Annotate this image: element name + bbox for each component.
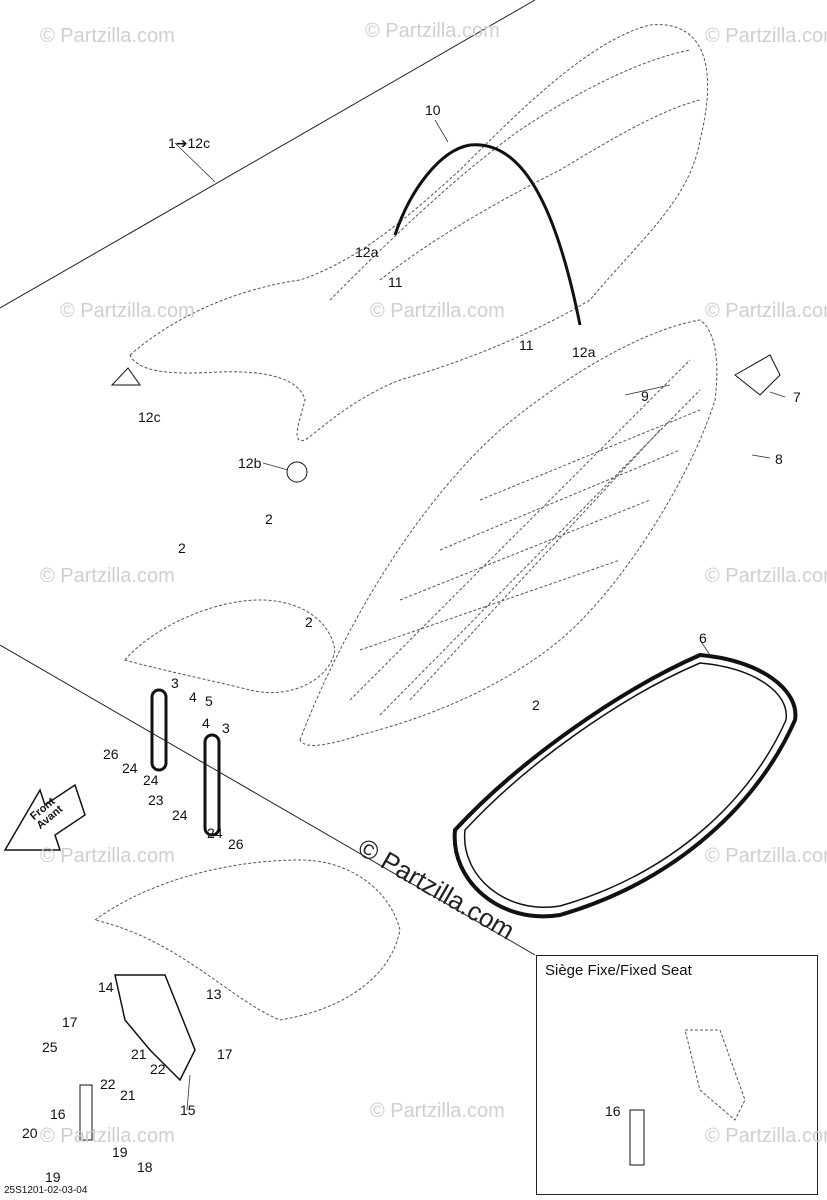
watermark: © Partzilla.com [705,25,827,47]
inset-title: Siège Fixe/Fixed Seat [545,962,692,979]
watermark: © Partzilla.com [705,300,827,322]
callout-6: 6 [699,630,707,646]
seat-cap-part [286,461,308,483]
callout-2: 2 [265,511,273,527]
callout-4: 4 [202,715,210,731]
fixed-seat-inset: Siège Fixe/Fixed Seat [536,955,818,1195]
callout-12b: 12b [238,455,262,471]
callout-17: 17 [62,1014,78,1030]
bumper-part [110,367,141,386]
callout-26: 26 [103,746,119,762]
strap-part [393,143,582,326]
watermark: © Partzilla.com [40,25,175,47]
callout-21: 21 [120,1087,136,1103]
callout-4: 4 [189,689,197,705]
callout-26: 26 [228,836,244,852]
callout-19: 19 [45,1169,61,1185]
callout-19: 19 [112,1144,128,1160]
callout-25: 25 [42,1039,58,1055]
front-arrow-shape [3,783,86,851]
callout-2: 2 [178,540,186,556]
callout-17: 17 [217,1046,233,1062]
callout-22: 22 [100,1076,116,1092]
document-code: 25S1201-02-03-04 [4,1185,88,1196]
lower-frame [93,859,401,1021]
inset-shock-absorber [629,1109,645,1166]
bracket-assembly [124,599,336,694]
callout-16: 16 [605,1103,621,1119]
callout-22: 22 [150,1061,166,1077]
callout-9: 9 [641,388,649,404]
callout-12a: 12a [572,344,596,360]
pivot-bracket [114,974,196,1082]
callout-24: 24 [122,760,138,776]
callout-13: 13 [206,986,222,1002]
callout-3: 3 [171,675,179,691]
callout-3: 3 [222,720,230,736]
watermark: © Partzilla.com [40,565,175,587]
callout-11: 11 [519,337,534,353]
seat-inner-line-2 [379,99,701,281]
seat-frame [299,319,718,746]
link-bar-left [150,688,168,772]
watermark: © Partzilla.com [705,845,827,867]
callout-20: 20 [22,1125,38,1141]
watermark: © Partzilla.com [370,300,505,322]
callout-24: 24 [143,772,159,788]
callout-24: 24 [172,807,188,823]
callout-1-12c: 1➔12c [168,135,211,151]
watermark: © Partzilla.com [40,1125,175,1147]
callout-10: 10 [425,102,441,118]
callout-2: 2 [532,697,540,713]
latch-part [734,354,781,396]
callout-15: 15 [180,1102,196,1118]
callout-7: 7 [793,389,801,405]
watermark: © Partzilla.com [705,1125,827,1147]
inset-bracket [684,1029,746,1121]
callout-23: 23 [148,792,164,808]
watermark: © Partzilla.com [365,20,500,42]
seat-frame-grid [349,359,701,716]
gasket-seal [452,652,798,919]
callout-11: 11 [388,274,403,290]
link-bar-right [203,733,221,837]
callout-2: 2 [305,614,313,630]
watermark: © Partzilla.com [370,1100,505,1122]
separator-line-upper [0,0,536,309]
watermark: © Partzilla.com [40,845,175,867]
callout-8: 8 [775,451,783,467]
separator-line-lower [0,644,536,956]
seat-outline [129,24,709,442]
callout-5: 5 [205,693,213,709]
watermark: © Partzilla.com [705,565,827,587]
gasket-seal-inner [463,662,787,908]
callout-12a: 12a [355,244,379,260]
callout-21: 21 [131,1046,147,1062]
callout-12c: 12c [138,409,161,425]
watermark: © Partzilla.com [60,300,195,322]
callout-24: 24 [207,825,223,841]
callout-14: 14 [98,979,114,995]
callout-16: 16 [50,1106,66,1122]
callout-18: 18 [137,1159,153,1175]
shock-absorber [79,1084,93,1141]
